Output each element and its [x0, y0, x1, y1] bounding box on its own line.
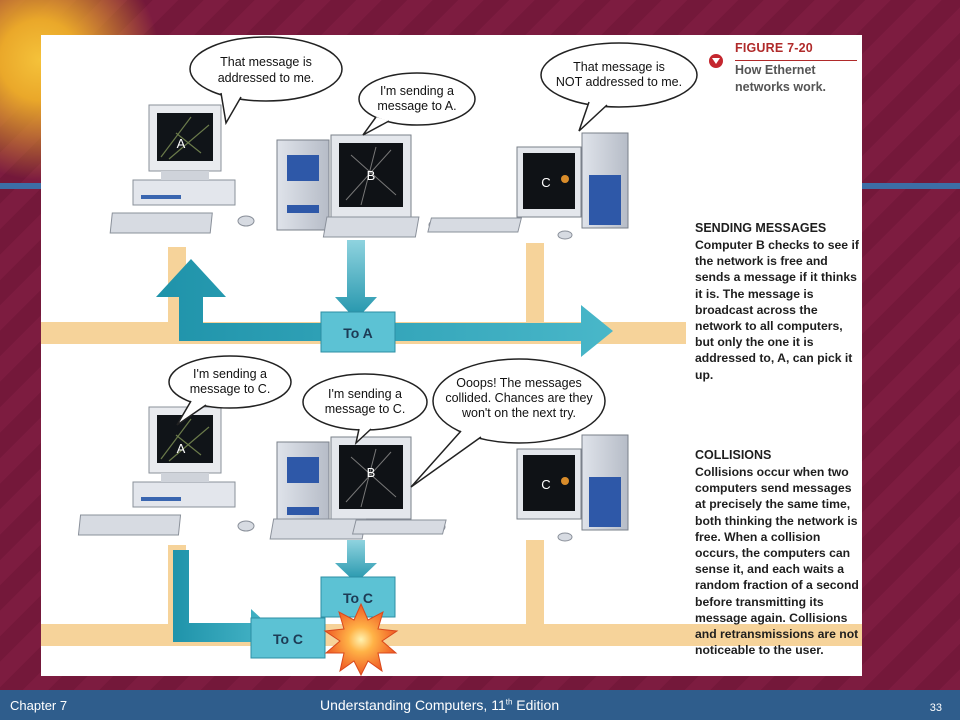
- keyboard-b: [269, 518, 367, 540]
- packet-a-to-c: [250, 617, 326, 659]
- collisions-body: Collisions occur when two computers send…: [695, 465, 859, 658]
- send-arrow-b: [335, 540, 377, 583]
- mouse-a: [237, 215, 255, 227]
- decorative-band: [860, 183, 960, 189]
- computer-c: C: [427, 132, 629, 240]
- page-number: 33: [929, 702, 942, 714]
- collision-burst: [323, 602, 399, 676]
- bubble-b-top: I'm sending a message to A.: [358, 72, 476, 136]
- keyboard-a: [77, 514, 182, 536]
- label-a: A: [177, 136, 186, 151]
- sending-messages-body: Computer B checks to see if the network …: [695, 238, 859, 382]
- keyboard-b: [322, 216, 420, 238]
- computer-a: A: [109, 104, 255, 234]
- bubble-b-bottom: I'm sending a message to C.: [302, 373, 428, 446]
- footer-chapter: Chapter 7: [10, 698, 68, 713]
- broadcast-arrow: [156, 259, 613, 357]
- ethernet-diagram: To A A B: [41, 36, 862, 676]
- keyboard-c: [351, 519, 447, 535]
- figure-rule: [735, 60, 857, 61]
- send-arrow-b: [335, 240, 377, 320]
- drop-cable-c: [526, 540, 544, 625]
- figure-caption: How Ethernet networks work.: [735, 63, 826, 94]
- screen-a: [157, 113, 213, 161]
- label-b: B: [367, 465, 376, 480]
- bubble-collision: Ooops! The messages collided. Chances ar…: [410, 358, 606, 488]
- bubble-line: message to C.: [325, 402, 406, 416]
- packet-label: To A: [343, 325, 373, 341]
- top-panel: To A A B: [41, 36, 698, 357]
- mouse-c: [557, 532, 573, 542]
- desktop-case-a: [132, 179, 236, 206]
- bubble-line: message to A.: [377, 99, 456, 113]
- ethernet-figure: To A A B: [41, 35, 862, 676]
- bottom-panel: To C To C A: [41, 355, 862, 676]
- bubble-line: That message is: [573, 60, 665, 74]
- keyboard-a: [109, 212, 213, 234]
- label-a: A: [177, 441, 186, 456]
- bubble-line: addressed to me.: [218, 71, 315, 85]
- bubble-line: That message is: [220, 55, 312, 69]
- computer-b: B: [276, 134, 446, 238]
- packet-label: To C: [343, 590, 373, 606]
- tower-b: [276, 139, 330, 231]
- computer-b: B: [269, 436, 446, 540]
- bubble-line: collided. Chances are they: [445, 391, 593, 405]
- drop-cable-c: [526, 243, 544, 323]
- packet-to-a: [320, 311, 396, 353]
- bubble-line: NOT addressed to me.: [556, 75, 682, 89]
- label-c: C: [541, 477, 550, 492]
- mouse-a: [237, 520, 255, 532]
- mouse-c: [557, 230, 573, 240]
- decorative-band: [0, 183, 44, 189]
- keyboard-c: [427, 217, 522, 233]
- bubble-line: I'm sending a: [380, 84, 454, 98]
- figure-number: FIGURE 7-20: [735, 41, 813, 55]
- bubble-line: Ooops! The messages: [456, 376, 582, 390]
- screen-a: [157, 415, 213, 463]
- collisions-title: COLLISIONS: [695, 448, 772, 462]
- label-c: C: [541, 175, 550, 190]
- slide-footer: Chapter 7 Understanding Computers, 11th …: [0, 690, 960, 720]
- packet-label: To C: [273, 631, 303, 647]
- computer-c: C: [351, 434, 629, 542]
- footer-title-end: Edition: [512, 697, 560, 713]
- footer-book-title: Understanding Computers, 11th Edition: [320, 697, 559, 713]
- sending-messages-title: SENDING MESSAGES: [695, 221, 827, 235]
- bubble-line: won't on the next try.: [461, 406, 576, 420]
- footer-title-main: Understanding Computers, 11: [320, 697, 506, 713]
- footer-title-sup: th: [505, 697, 513, 707]
- figure-badge-icon: [709, 54, 723, 68]
- label-b: B: [367, 168, 376, 183]
- computer-a: A: [77, 406, 255, 536]
- bubble-c-top: That message is NOT addressed to me.: [540, 42, 698, 132]
- bubble-line: message to C.: [190, 382, 271, 396]
- bubble-line: I'm sending a: [328, 387, 402, 401]
- bubble-a-bottom: I'm sending a message to C.: [168, 355, 292, 426]
- bubble-a-top: That message is addressed to me.: [189, 36, 343, 126]
- bubble-line: I'm sending a: [193, 367, 267, 381]
